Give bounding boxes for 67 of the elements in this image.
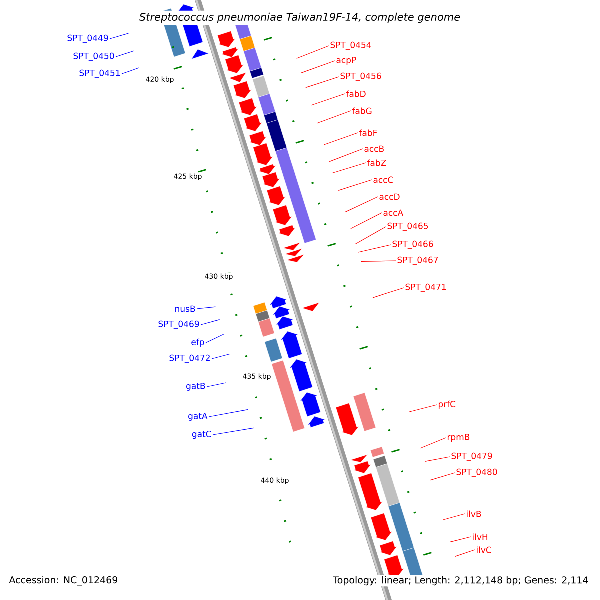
leader-line: [355, 226, 386, 244]
leader-line: [420, 438, 446, 449]
leader-line: [324, 132, 358, 146]
leader-line: [430, 472, 456, 481]
leader-line: [110, 33, 129, 40]
leader-line: [212, 428, 254, 436]
gene-label: ilvH: [473, 534, 488, 540]
gene-label: acpP: [336, 57, 356, 65]
gene-label: accB: [364, 146, 384, 152]
leader-line: [122, 68, 140, 74]
leader-line: [345, 196, 378, 212]
gene-label: rpmB: [448, 434, 470, 442]
leader-line: [116, 50, 135, 58]
leader-line: [311, 94, 346, 106]
gene-label: SPT_0469: [158, 320, 200, 330]
gene-label: gatA: [188, 413, 208, 421]
leader-line: [300, 60, 336, 74]
footer-text: Accession: NC_012469: [8, 575, 120, 587]
leader-line: [206, 334, 224, 344]
title: Streptococcus pneumoniae Taiwan19F-14, complete genome: [137, 10, 463, 26]
gene-label: fabD: [346, 90, 366, 98]
gene-label: SPT_0450: [74, 52, 114, 62]
gene-label: prfC: [438, 400, 456, 410]
gene-label: SPT_0449: [68, 34, 108, 44]
gene-label: accC: [374, 176, 394, 184]
gene-label: ilvC: [477, 546, 492, 554]
gene-label: SPT_0454: [330, 42, 372, 50]
gene-label: SPT_0479: [452, 452, 492, 462]
leader-line: [409, 404, 438, 412]
gene-label: SPT_0466: [392, 240, 434, 250]
leader-line: [443, 514, 466, 520]
leader-line: [358, 244, 392, 253]
leader-line: [212, 354, 231, 360]
gene-label: SPT_0480: [456, 468, 498, 478]
gene-label: SPT_0467: [398, 256, 438, 266]
gene-label: accD: [380, 194, 400, 200]
gene-label: fabZ: [367, 160, 386, 166]
gene-label: SPT_0456: [340, 72, 382, 82]
gene-label: fabF: [359, 130, 378, 136]
leader-line: [361, 260, 396, 262]
leader-line: [332, 162, 366, 174]
leader-line: [317, 110, 352, 124]
gene-label: SPT_0451: [80, 70, 120, 78]
leader-line: [424, 456, 450, 462]
gene-label: accA: [384, 210, 404, 216]
gene-label: SPT_0465: [388, 222, 428, 232]
gene-label: SPT_0471: [406, 284, 446, 292]
leader-line: [372, 288, 404, 298]
gene-label: efp: [192, 338, 204, 348]
leader-line: [338, 180, 372, 191]
leader-line: [306, 76, 340, 88]
leader-line: [206, 382, 226, 388]
gene-label: nusB: [176, 306, 196, 312]
leader-line: [455, 550, 476, 557]
footer-text: Topology: linear; Length: 2,112,148 bp; Genes: 2,114: [332, 575, 590, 587]
gene-label: ilvB: [467, 510, 482, 518]
leader-line: [350, 212, 382, 230]
leader-line: [208, 410, 248, 418]
gene-label: fabG: [352, 108, 372, 114]
gene-label: gatC: [192, 430, 212, 440]
leader-line: [329, 148, 364, 162]
leader-line: [196, 306, 216, 310]
leader-line: [296, 46, 330, 59]
gene-label: SPT_0472: [170, 354, 210, 364]
gene-label: gatB: [186, 383, 206, 391]
leader-line: [450, 536, 472, 542]
leader-line: [200, 320, 220, 326]
